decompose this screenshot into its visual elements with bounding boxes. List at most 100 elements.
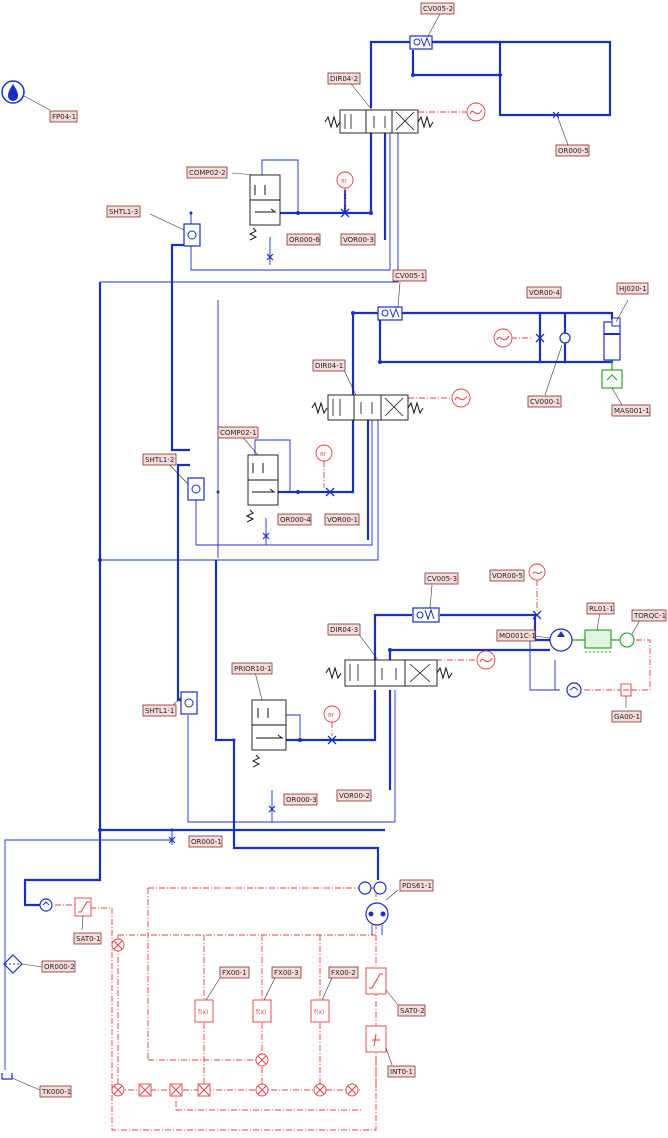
component-label-fx00-3: FX00-3 bbox=[271, 966, 302, 979]
mass-icon[interactable] bbox=[601, 360, 623, 406]
fluid-drop-icon[interactable] bbox=[1, 80, 51, 111]
svg-text:VOR00-3: VOR00-3 bbox=[343, 236, 374, 244]
component-label-ga00-1: GA00-1 bbox=[611, 710, 642, 723]
component-label-dir04-3: DIR04-3 bbox=[327, 623, 361, 636]
junction-dots bbox=[98, 73, 415, 832]
svg-text:SAT0-2: SAT0-2 bbox=[400, 1007, 425, 1015]
svg-text:SHTL1-1: SHTL1-1 bbox=[145, 707, 174, 715]
svg-text:VOR00-4: VOR00-4 bbox=[529, 289, 560, 297]
component-label-fp04-1: FP04-1 bbox=[49, 110, 78, 123]
component-label-hj020-1: HJ020-1 bbox=[616, 282, 649, 295]
svg-text:MAS001-1: MAS001-1 bbox=[614, 407, 650, 415]
component-label-dir04-2: DIR04-2 bbox=[327, 72, 361, 85]
tank-icon[interactable] bbox=[1, 1073, 41, 1091]
orifice-icon[interactable] bbox=[168, 208, 545, 844]
saturation-block-icon[interactable] bbox=[74, 897, 92, 931]
orifice-icon[interactable] bbox=[552, 111, 569, 146]
component-label-vor00-5: VOR00-5 bbox=[489, 569, 525, 582]
svg-text:OR000-5: OR000-5 bbox=[558, 147, 589, 155]
component-label-comp02-1: COMP02-1 bbox=[217, 426, 259, 439]
component-label-prior10-1: PRIOR10-1 bbox=[231, 662, 273, 675]
component-label-fx00-1: FX00-1 bbox=[219, 966, 250, 979]
svg-text:FX00-2: FX00-2 bbox=[331, 969, 356, 977]
svg-text:DIR04-2: DIR04-2 bbox=[330, 75, 358, 83]
svg-text:SAT0-1: SAT0-1 bbox=[76, 935, 101, 943]
svg-text:COMP02-1: COMP02-1 bbox=[220, 429, 257, 437]
component-label-sat0-1: SAT0-1 bbox=[73, 932, 102, 945]
pump-icon[interactable] bbox=[358, 881, 399, 935]
svg-text:CV000-1: CV000-1 bbox=[530, 398, 560, 406]
svg-text:PDS61-1: PDS61-1 bbox=[402, 882, 432, 890]
pressure-sensor-icon[interactable] bbox=[39, 898, 53, 912]
svg-text:TK000-1: TK000-1 bbox=[41, 1088, 71, 1096]
component-label-or000-1: OR000-1 bbox=[188, 835, 223, 848]
directional-valve-icon[interactable] bbox=[311, 367, 424, 421]
component-label-int0-1: INT0-1 bbox=[387, 1065, 416, 1078]
component-label-vor00-1: VOR00-1 bbox=[324, 513, 360, 526]
shuttle-valve-icon[interactable] bbox=[149, 213, 201, 247]
svg-text:GA00-1: GA00-1 bbox=[614, 713, 640, 721]
summing-junction-icon[interactable] bbox=[111, 938, 359, 1097]
svg-text:CV005-1: CV005-1 bbox=[395, 272, 425, 280]
svg-text:CV005-3: CV005-3 bbox=[427, 575, 457, 583]
integrator-block-icon[interactable] bbox=[365, 1025, 393, 1066]
function-block-icon[interactable]: f(x) f(x) f(x) bbox=[194, 977, 333, 1023]
filter-icon[interactable] bbox=[3, 954, 43, 974]
component-label-dir04-1: DIR04-1 bbox=[312, 359, 346, 372]
component-label-or000-3: OR000-3 bbox=[283, 793, 318, 806]
compensator-valve-icon[interactable] bbox=[231, 172, 281, 241]
svg-text:FX00-1: FX00-1 bbox=[222, 969, 247, 977]
directional-valve-icon[interactable] bbox=[325, 632, 453, 687]
svg-text:TORQC-1: TORQC-1 bbox=[633, 612, 666, 620]
svg-text:SHTL1-2: SHTL1-2 bbox=[145, 456, 174, 464]
hydraulic-return-lines bbox=[4, 133, 560, 1070]
svg-text:πr: πr bbox=[328, 712, 335, 719]
component-label-shtl1-3: SHTL1-3 bbox=[106, 205, 141, 218]
svg-text:FP04-1: FP04-1 bbox=[52, 113, 76, 121]
component-label-vor00-2: VOR00-2 bbox=[336, 789, 372, 802]
svg-text:RL01-1: RL01-1 bbox=[589, 605, 614, 613]
saturation-block-icon[interactable] bbox=[365, 967, 399, 1006]
component-label-pds61-1: PDS61-1 bbox=[399, 879, 434, 892]
component-label-cv005-1: CV005-1 bbox=[392, 269, 427, 282]
component-label-or000-5: OR000-5 bbox=[555, 144, 590, 157]
component-label-fx00-2: FX00-2 bbox=[328, 966, 359, 979]
svg-text:OR000-1: OR000-1 bbox=[191, 838, 222, 846]
svg-text:f(x): f(x) bbox=[198, 1009, 208, 1016]
svg-text:DIR04-1: DIR04-1 bbox=[315, 362, 343, 370]
component-label-or000-2: OR000-2 bbox=[41, 960, 76, 973]
directional-valve-icon[interactable] bbox=[324, 79, 434, 134]
compensator-valve-icon[interactable] bbox=[239, 433, 279, 523]
component-label-vor00-4: VOR00-4 bbox=[526, 286, 562, 299]
jack-icon[interactable] bbox=[603, 299, 629, 361]
component-label-cv000-1: CV000-1 bbox=[527, 395, 562, 408]
svg-text:DIR04-3: DIR04-3 bbox=[330, 626, 358, 634]
svg-text:OR000-4: OR000-4 bbox=[280, 516, 311, 524]
hydraulic-pressure-lines bbox=[23, 40, 614, 907]
svg-text:OR000-2: OR000-2 bbox=[44, 963, 75, 971]
check-valve-icon[interactable] bbox=[412, 584, 440, 623]
svg-text:OR000-6: OR000-6 bbox=[289, 236, 320, 244]
svg-text:PRIOR10-1: PRIOR10-1 bbox=[234, 665, 271, 673]
check-valve-icon[interactable] bbox=[377, 281, 403, 321]
svg-text:COMP02-2: COMP02-2 bbox=[189, 169, 226, 177]
check-valve-icon[interactable] bbox=[544, 332, 571, 396]
component-label-shtl1-2: SHTL1-2 bbox=[142, 453, 177, 466]
gain-block-icon[interactable] bbox=[620, 683, 632, 708]
svg-text:SHTL1-3: SHTL1-3 bbox=[109, 208, 138, 216]
component-label-mo001c-1: MO001C-1 bbox=[496, 629, 536, 642]
svg-text:f(x): f(x) bbox=[314, 1009, 324, 1016]
priority-valve-icon[interactable] bbox=[251, 671, 287, 768]
torque-sensor-icon[interactable] bbox=[619, 619, 641, 648]
signal-source-icon[interactable]: πr πr πr bbox=[315, 102, 546, 736]
component-label-shtl1-1: SHTL1-1 bbox=[142, 704, 177, 717]
svg-text:MO001C-1: MO001C-1 bbox=[499, 632, 536, 640]
component-label-rl01-1: RL01-1 bbox=[586, 602, 615, 615]
rotary-load-icon[interactable] bbox=[572, 611, 620, 653]
svg-text:FX00-3: FX00-3 bbox=[274, 969, 299, 977]
pressure-sensor-icon[interactable] bbox=[566, 682, 582, 698]
svg-text:f(x): f(x) bbox=[256, 1009, 266, 1016]
component-label-mas001-1: MAS001-1 bbox=[611, 404, 651, 417]
check-valve-icon[interactable] bbox=[409, 13, 441, 50]
